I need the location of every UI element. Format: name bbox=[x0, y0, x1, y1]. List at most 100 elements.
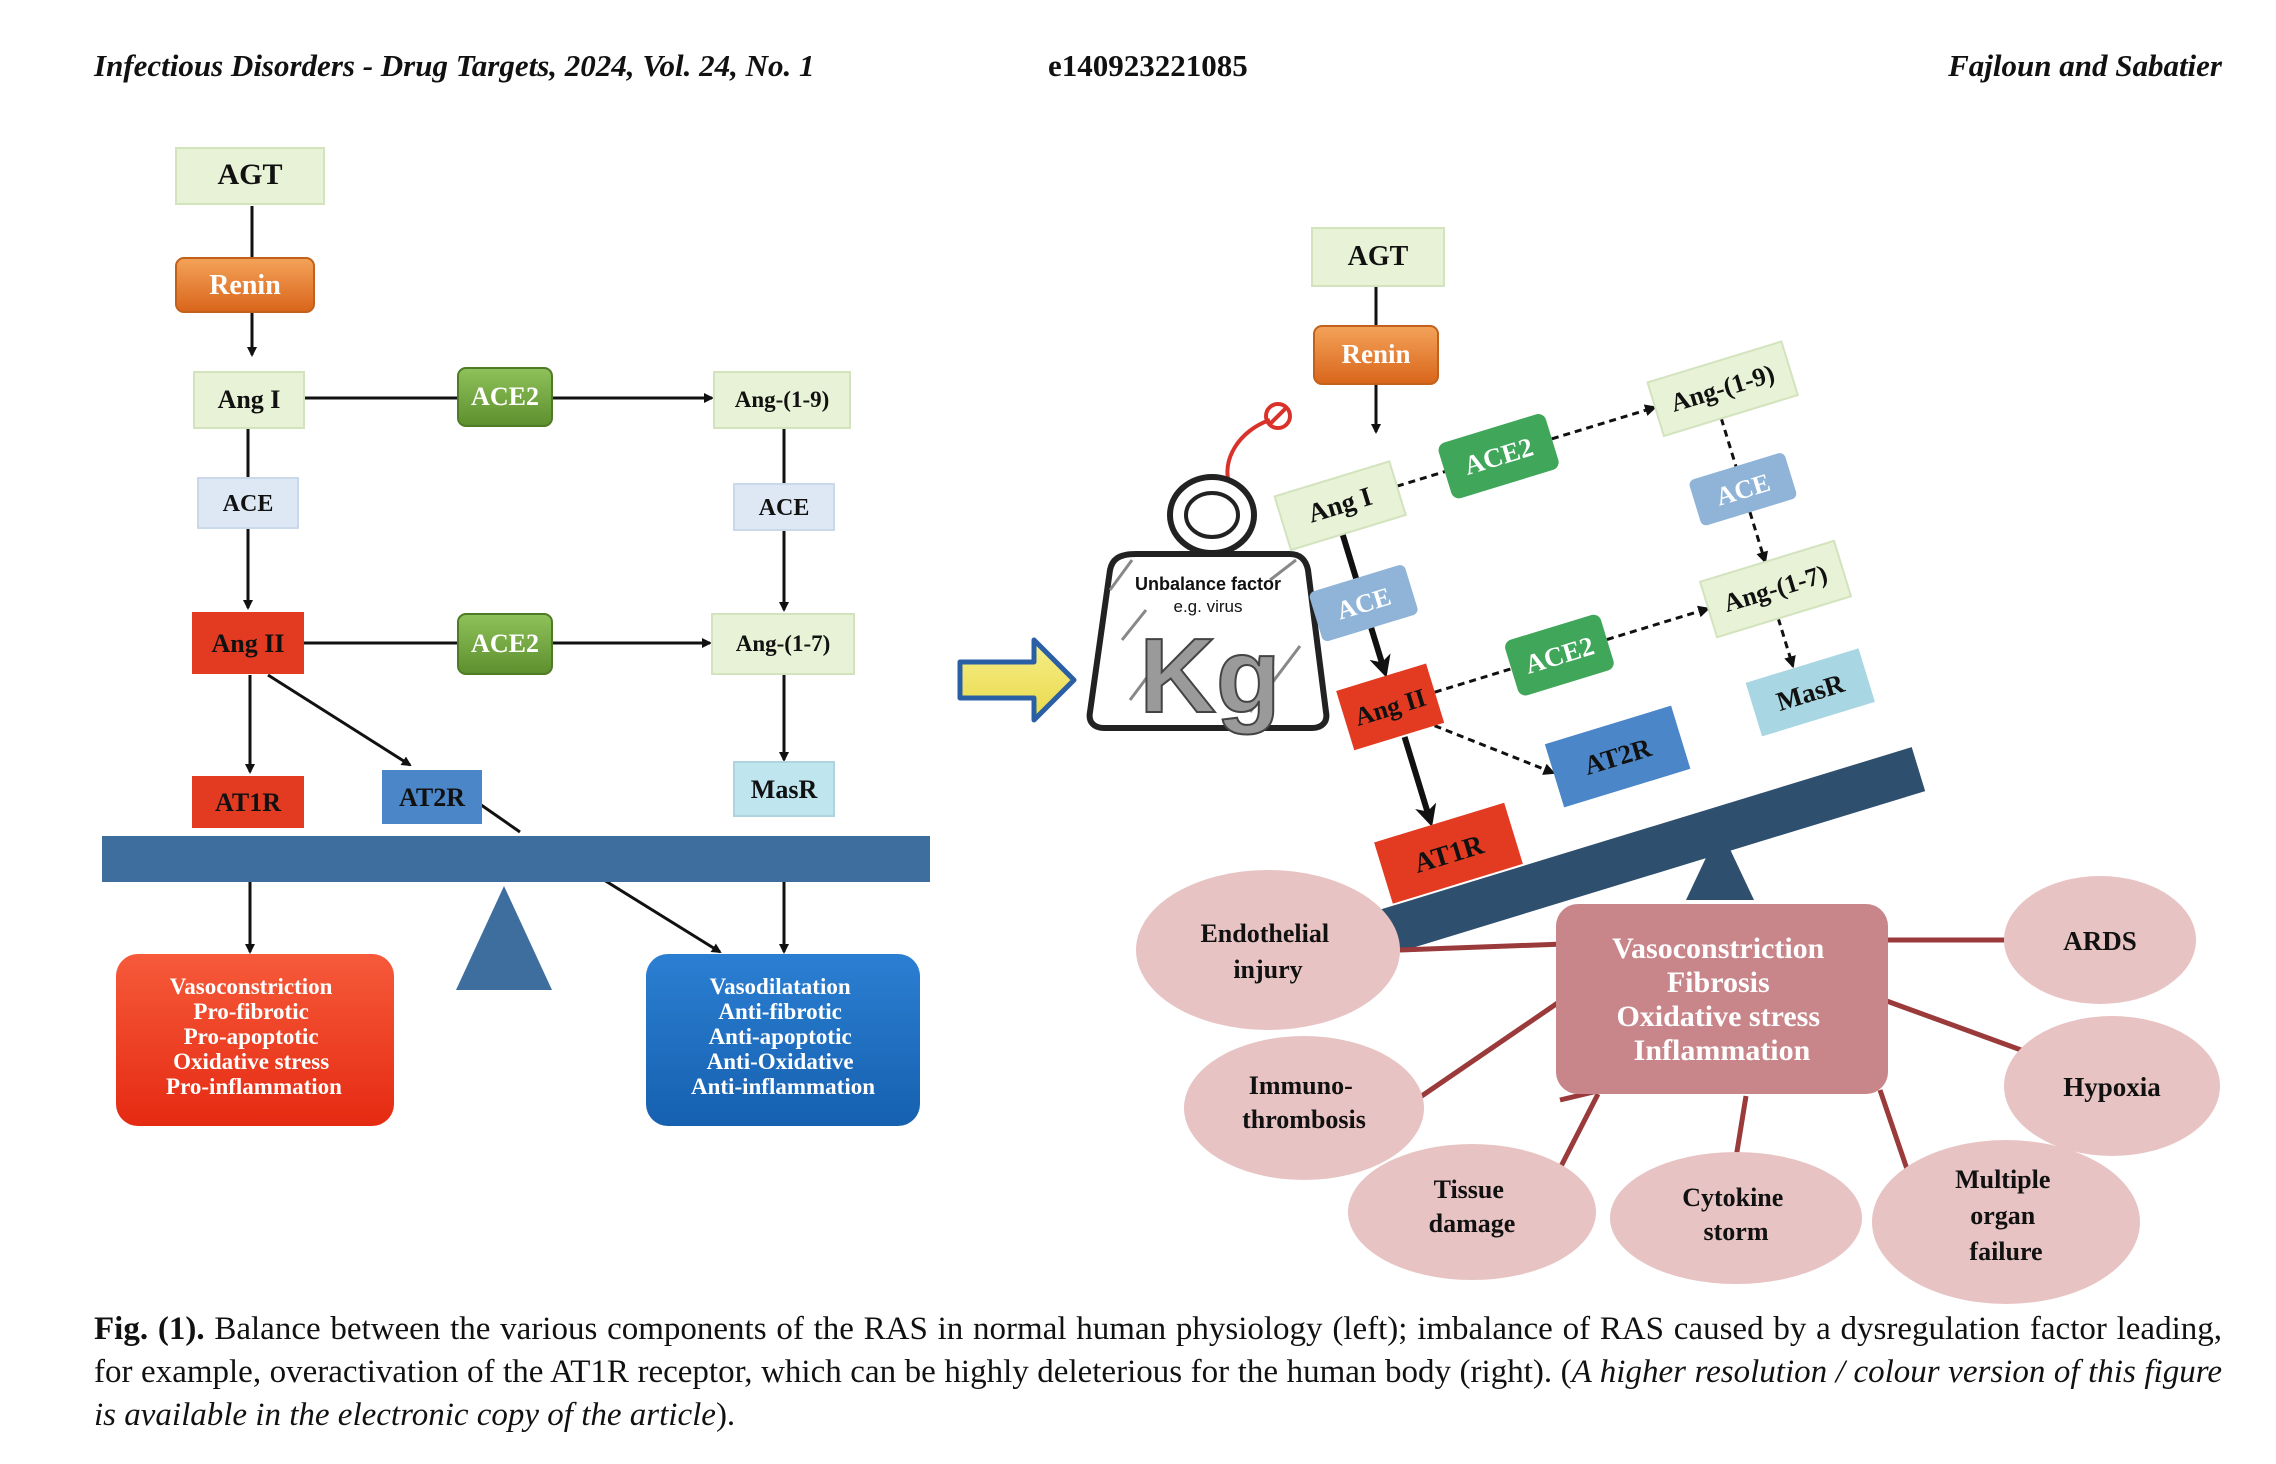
weight-label-line1: Unbalance factor bbox=[1135, 574, 1281, 594]
at2r-label: AT2R bbox=[399, 783, 465, 812]
ang2-at2r-arrow bbox=[267, 673, 412, 767]
protective-effects-box bbox=[646, 954, 920, 1126]
journal-name: Infectious Disorders - Drug Targets, 202… bbox=[94, 48, 635, 83]
protective-effect: Anti-inflammation bbox=[691, 1074, 875, 1099]
ang1-label: Ang I bbox=[218, 385, 281, 414]
ang2-label: Ang II bbox=[212, 629, 285, 658]
consequence: Vasoconstriction bbox=[1612, 932, 1825, 965]
harmful-effects-box bbox=[116, 954, 394, 1126]
at1r-box bbox=[192, 776, 304, 828]
harmful-effect: Vasoconstriction bbox=[170, 974, 333, 999]
r-ace-right-box bbox=[1689, 453, 1797, 526]
r-balance-beam bbox=[1366, 747, 1926, 958]
agt-label: AGT bbox=[217, 158, 282, 191]
protective-effect: Anti-apoptotic bbox=[709, 1024, 852, 1049]
caption-text: Balance between the various components o… bbox=[94, 1311, 2222, 1390]
inhibit-icon bbox=[1264, 402, 1292, 430]
figure-caption: Fig. (1). Balance between the various co… bbox=[94, 1308, 2222, 1437]
authors: Fajloun and Sabatier bbox=[1948, 48, 2222, 83]
hypoxia-ellipse bbox=[2004, 1016, 2220, 1156]
masr-label: MasR bbox=[751, 775, 818, 804]
weight-kg: Kg bbox=[1139, 617, 1280, 735]
r-ang1-box bbox=[1273, 460, 1407, 552]
ace2-mid-label: ACE2 bbox=[471, 629, 539, 658]
tissue-damage-ellipse bbox=[1348, 1144, 1596, 1280]
consequence: Oxidative stress bbox=[1616, 1000, 1820, 1033]
r-renin-label: Renin bbox=[1341, 339, 1410, 369]
r-ace2-mid-box bbox=[1505, 614, 1614, 696]
r-ace-left-box bbox=[1309, 565, 1418, 642]
ace-left-box bbox=[197, 477, 299, 529]
r-agt-label: AGT bbox=[1348, 241, 1409, 272]
r-renin-box bbox=[1313, 325, 1439, 385]
r-ace2-top-box bbox=[1438, 414, 1559, 499]
cytokine-storm-text: Cytokine storm bbox=[1682, 1183, 1790, 1246]
endothelial-injury-ellipse bbox=[1136, 870, 1400, 1030]
protective-effect: Vasodilatation bbox=[710, 974, 851, 999]
protective-effect: Anti-Oxidative bbox=[707, 1049, 854, 1074]
multiple-organ-failure-text: Multiple organ failure bbox=[1955, 1165, 2057, 1266]
weight-label-line2: e.g. virus bbox=[1174, 597, 1243, 616]
harmful-effect: Pro-inflammation bbox=[166, 1074, 342, 1099]
ace-left-label: ACE bbox=[223, 491, 274, 517]
left-diagram: AGT Renin Ang I ACE2 Ang-(1-9) ACE ACE A… bbox=[102, 147, 930, 1126]
ang19-box bbox=[713, 371, 851, 429]
endothelial-injury-text: Endothelial injury bbox=[1200, 919, 1335, 984]
protective-effect: Anti-fibrotic bbox=[718, 999, 842, 1024]
ace-right-label: ACE bbox=[759, 495, 810, 521]
right-diagram: AGT Renin Ang I ACE2 Ang-(1-9) A bbox=[1136, 227, 2220, 1304]
ace2-mid-box bbox=[457, 613, 553, 675]
weight-body bbox=[1086, 551, 1330, 731]
protective-effects-text: Vasodilatation Anti-fibrotic Anti-apopto… bbox=[691, 974, 875, 1099]
harmful-effect: Pro-fibrotic bbox=[193, 999, 308, 1024]
tissue-damage-text: Tissue damage bbox=[1429, 1175, 1516, 1238]
ards-text: ARDS bbox=[2063, 926, 2137, 956]
masr-box bbox=[733, 761, 835, 817]
ace2-top-label: ACE2 bbox=[471, 382, 539, 411]
ace-right-box bbox=[733, 483, 835, 531]
ang2-box bbox=[192, 612, 304, 674]
ang17-box bbox=[711, 613, 855, 675]
harmful-effect: Oxidative stress bbox=[173, 1049, 329, 1074]
multiple-organ-failure-ellipse bbox=[1872, 1140, 2140, 1304]
consequences-box bbox=[1556, 904, 1888, 1094]
caption-end: ). bbox=[715, 1397, 736, 1433]
consequence: Fibrosis bbox=[1667, 966, 1770, 999]
r-ang17-box bbox=[1698, 539, 1853, 639]
left-balance-beam bbox=[102, 836, 930, 882]
at2r-protective-arrow-b bbox=[603, 878, 722, 954]
weight-icon: Unbalance factor e.g. virus Kg bbox=[1086, 402, 1330, 736]
ards-ellipse bbox=[2004, 876, 2196, 1004]
renin-label: Renin bbox=[209, 270, 281, 301]
ang19-label: Ang-(1-9) bbox=[735, 387, 830, 412]
r-fulcrum bbox=[1686, 828, 1754, 900]
harmful-effects-text: Vasoconstriction Pro-fibrotic Pro-apopto… bbox=[166, 974, 342, 1099]
ang1-box bbox=[193, 371, 305, 429]
r-ang2-box bbox=[1336, 663, 1445, 751]
hypoxia-text: Hypoxia bbox=[2063, 1072, 2161, 1102]
article-id: e140923221085 bbox=[1048, 48, 1248, 83]
r-ang19-box bbox=[1646, 340, 1800, 438]
renin-box bbox=[175, 257, 315, 313]
agt-box bbox=[175, 147, 325, 205]
consequence: Inflammation bbox=[1634, 1034, 1811, 1067]
at2r-box bbox=[382, 770, 482, 824]
r-at1r-box bbox=[1374, 802, 1523, 904]
r-agt-box bbox=[1311, 227, 1445, 287]
journal-title: Infectious Disorders - Drug Targets, 202… bbox=[94, 48, 815, 84]
consequences-text: Vasoconstriction Fibrosis Oxidative stre… bbox=[1612, 932, 1832, 1067]
journal-volume: Vol. 24, No. 1 bbox=[642, 48, 815, 83]
r-masr-box bbox=[1745, 648, 1875, 737]
transition-arrow-icon bbox=[957, 637, 1077, 723]
ace2-top-box bbox=[457, 367, 553, 427]
immunothrombosis-ellipse bbox=[1184, 1036, 1424, 1180]
tilted-balance: Ang I ACE2 Ang-(1-9) ACE ACE Ang II ACE2… bbox=[1273, 340, 1926, 958]
weight-string bbox=[1225, 418, 1271, 487]
ang17-label: Ang-(1-7) bbox=[736, 631, 831, 656]
immunothrombosis-text: Immuno- thrombosis bbox=[1242, 1071, 1366, 1134]
r-at2r-box bbox=[1544, 705, 1691, 808]
effect-connectors bbox=[1399, 937, 2033, 1182]
caption-label: Fig. (1). bbox=[94, 1311, 205, 1347]
harmful-effect: Pro-apoptotic bbox=[184, 1024, 319, 1049]
